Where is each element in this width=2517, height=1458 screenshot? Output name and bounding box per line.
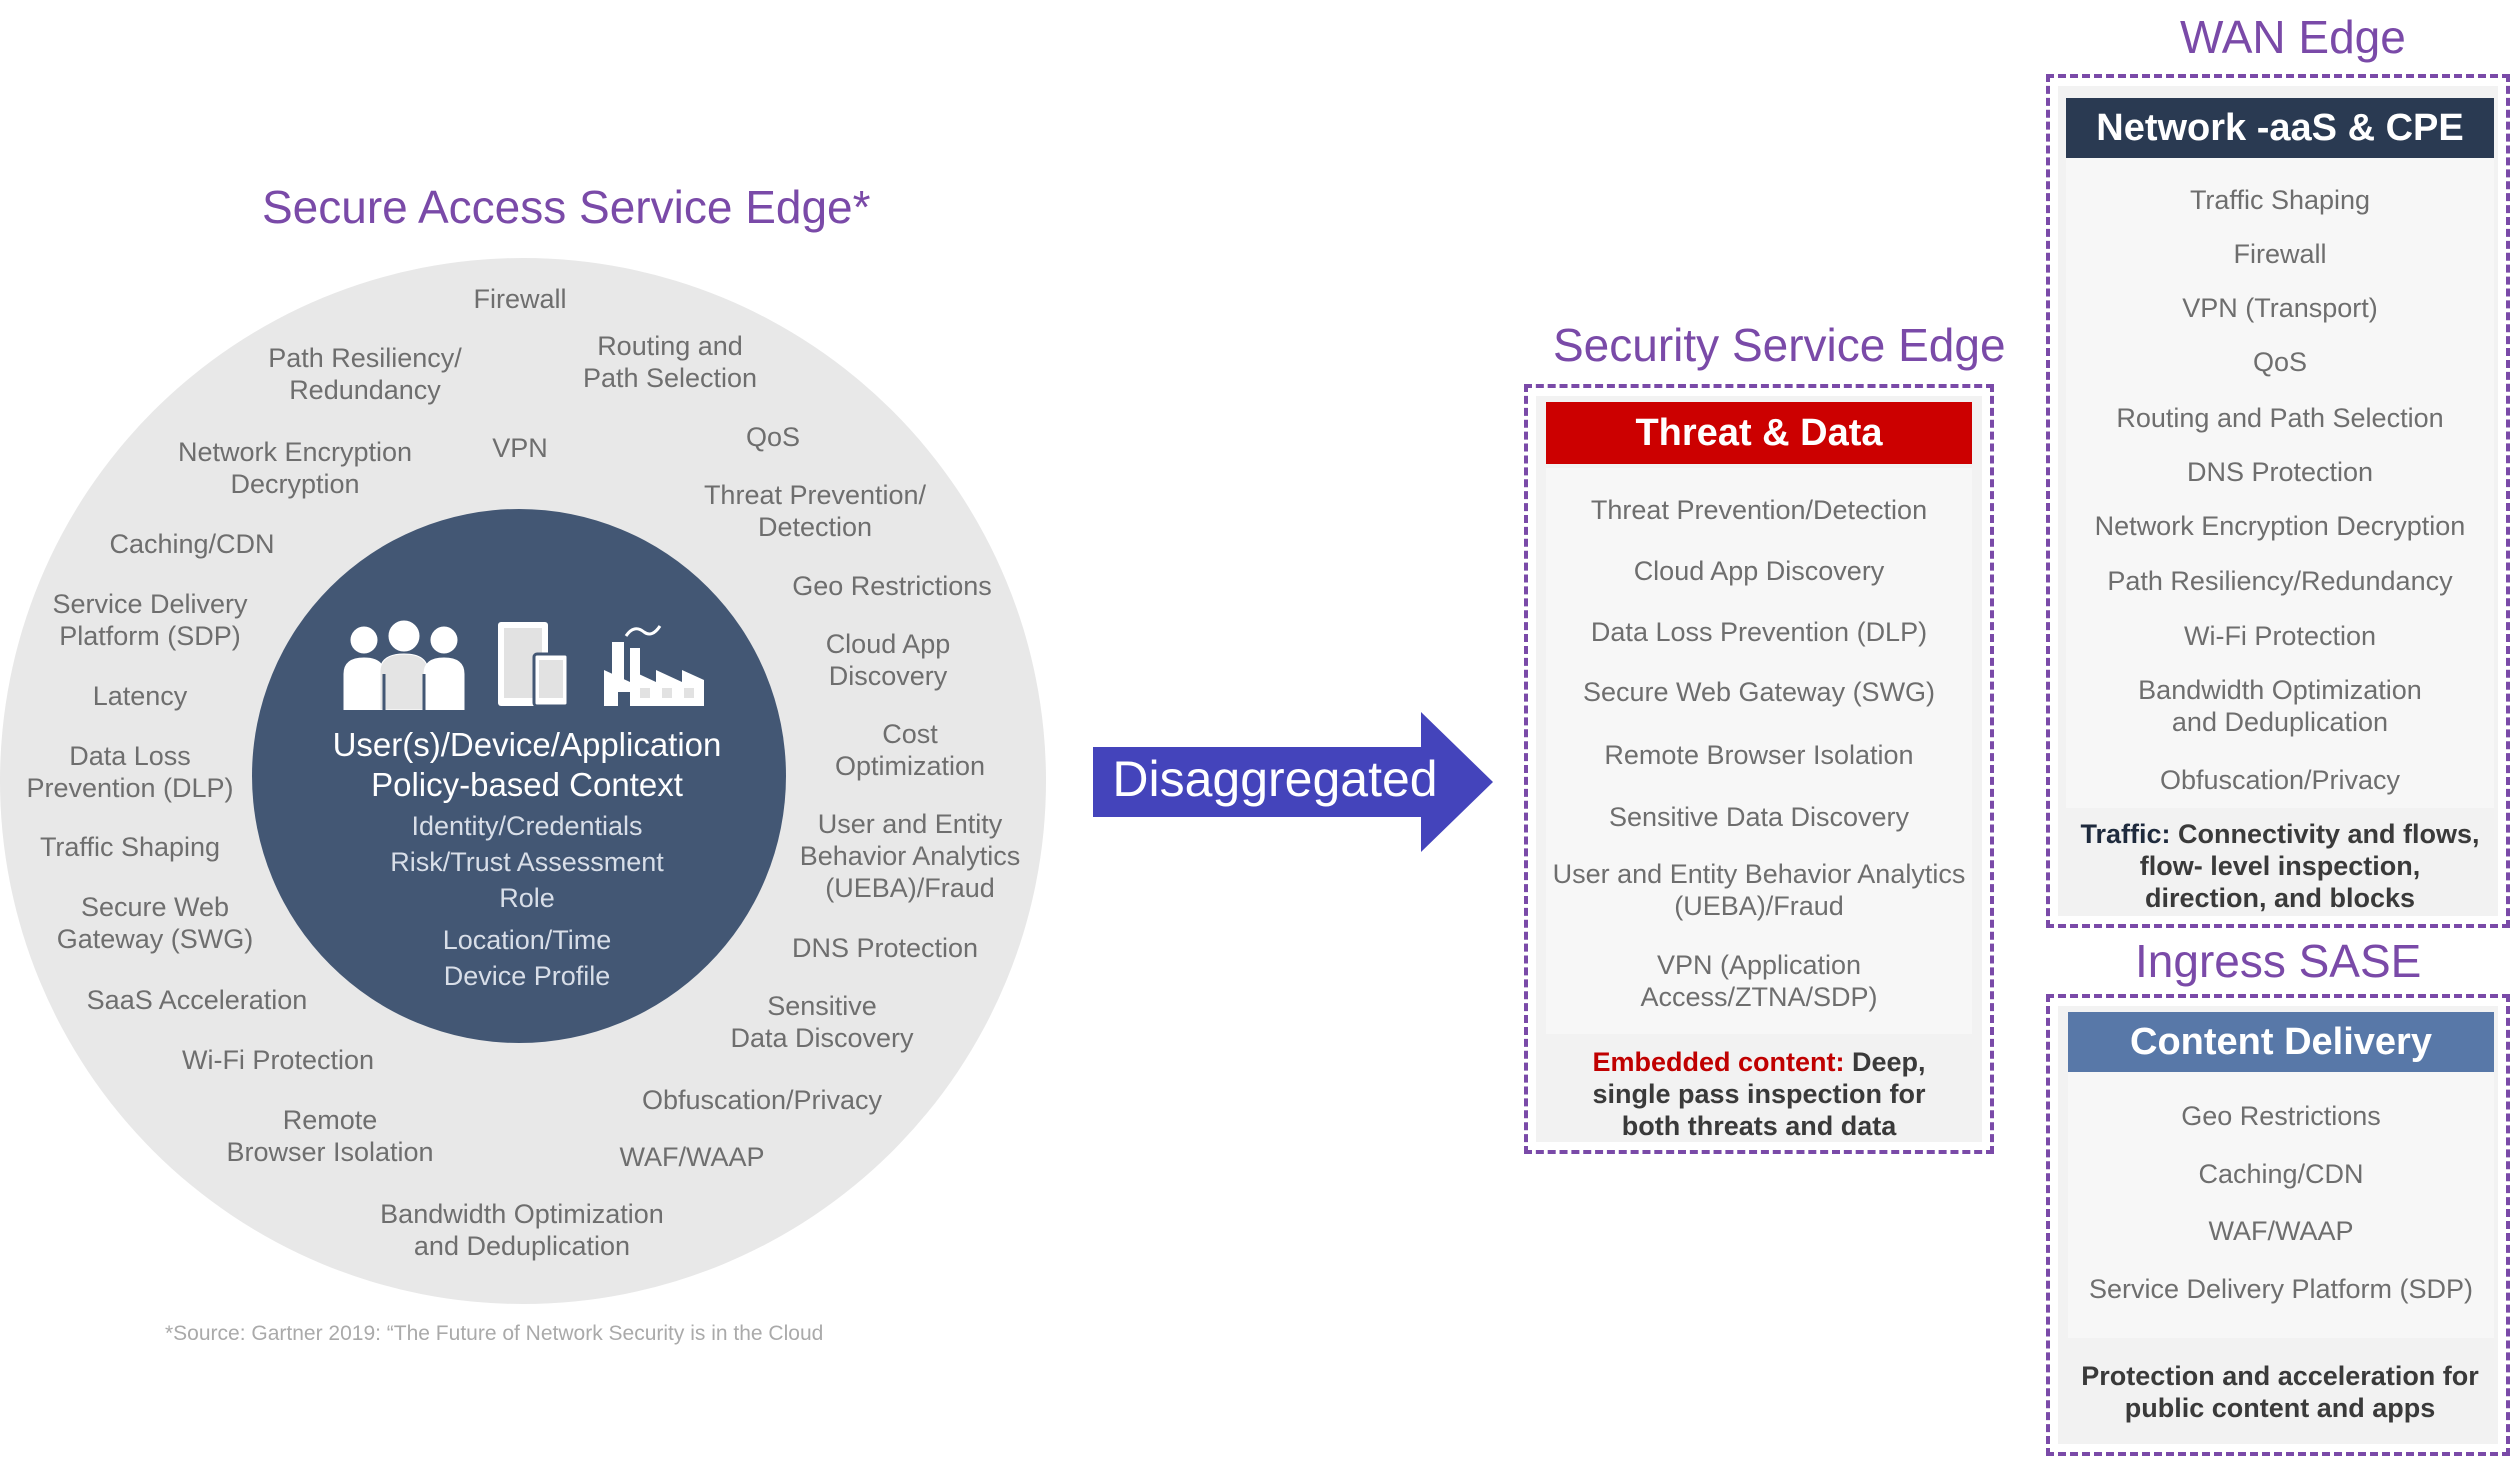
wan-box: Network -aaS & CPE Traffic Shaping Firew… bbox=[2046, 74, 2510, 928]
sase-label: SaaS Acceleration bbox=[86, 985, 308, 1015]
sase-label: Cloud App Discovery bbox=[825, 629, 951, 691]
devices-icon bbox=[498, 622, 570, 708]
sse-item: Sensitive Data Discovery bbox=[1608, 802, 1910, 832]
disaggregated-arrow bbox=[1093, 712, 1493, 852]
wan-items-area bbox=[2066, 158, 2494, 808]
sase-label: Firewall bbox=[473, 284, 567, 314]
wan-item: VPN (Transport) bbox=[2182, 293, 2378, 323]
sse-footer-highlight: Embedded content: bbox=[1592, 1047, 1845, 1077]
wan-item: Path Resiliency/Redundancy bbox=[2107, 566, 2453, 596]
wan-header: Network -aaS & CPE bbox=[2066, 98, 2494, 158]
sse-box: Threat & Data Threat Prevention/Detectio… bbox=[1524, 384, 1994, 1154]
sase-label: Sensitive Data Discovery bbox=[730, 991, 914, 1053]
sse-header: Threat & Data bbox=[1546, 402, 1972, 464]
sse-footer-text: Deep, single pass inspection for both th… bbox=[1592, 1047, 1926, 1141]
wan-footer-highlight: Traffic: bbox=[2080, 819, 2171, 849]
sse-item: Remote Browser Isolation bbox=[1604, 740, 1914, 770]
ingress-header: Content Delivery bbox=[2068, 1012, 2494, 1072]
inner-context-location: Location/Time Device Profile bbox=[442, 925, 612, 991]
sse-title: Security Service Edge bbox=[1553, 319, 2006, 371]
factory-icon bbox=[604, 625, 704, 706]
sase-label: Secure Web Gateway (SWG) bbox=[56, 892, 254, 954]
sase-label: Network Encryption Decryption bbox=[177, 437, 413, 499]
sase-label: User and Entity Behavior Analytics (UEBA… bbox=[799, 809, 1021, 903]
sase-label: QoS bbox=[745, 422, 801, 452]
wan-item: Routing and Path Selection bbox=[2116, 403, 2444, 433]
sase-label: WAF/WAAP bbox=[619, 1142, 765, 1172]
sse-items-area bbox=[1546, 468, 1972, 1034]
sase-title: Secure Access Service Edge* bbox=[262, 181, 871, 233]
wan-item: Obfuscation/Privacy bbox=[2159, 765, 2401, 795]
ingress-item: Geo Restrictions bbox=[2181, 1101, 2381, 1131]
sase-label: Data Loss Prevention (DLP) bbox=[26, 741, 234, 803]
ingress-title: Ingress SASE bbox=[2135, 935, 2422, 987]
arrow-label: Disaggregated bbox=[1112, 751, 1438, 807]
ingress-item: Service Delivery Platform (SDP) bbox=[2088, 1274, 2474, 1304]
sase-label: DNS Protection bbox=[791, 933, 979, 963]
sase-label: VPN bbox=[492, 433, 548, 463]
sase-label: Bandwidth Optimization and Deduplication bbox=[380, 1199, 664, 1261]
ingress-item: Caching/CDN bbox=[2198, 1159, 2364, 1189]
sase-label: Geo Restrictions bbox=[792, 571, 992, 601]
ingress-items-area bbox=[2068, 1072, 2494, 1338]
wan-item: Bandwidth Optimization and Deduplication bbox=[2138, 675, 2422, 737]
wan-footer: Traffic: Connectivity and flows, flow- l… bbox=[2080, 818, 2480, 914]
sase-label: Routing and Path Selection bbox=[582, 331, 758, 393]
sse-item: VPN (Application Access/ZTNA/SDP) bbox=[1640, 950, 1878, 1012]
sase-label: Service Delivery Platform (SDP) bbox=[52, 589, 248, 651]
wan-item: Network Encryption Decryption bbox=[2094, 511, 2466, 541]
wan-item: Traffic Shaping bbox=[2189, 185, 2371, 215]
inner-context-title: User(s)/Device/Application Policy-based … bbox=[332, 726, 722, 803]
ingress-item: WAF/WAAP bbox=[2208, 1216, 2354, 1246]
sase-label: Caching/CDN bbox=[109, 529, 275, 559]
wan-item: QoS bbox=[2252, 347, 2308, 377]
inner-context-identity: Identity/Credentials Risk/Trust Assessme… bbox=[390, 811, 664, 913]
sase-label: Traffic Shaping bbox=[39, 832, 221, 862]
users-icon bbox=[343, 620, 465, 710]
sase-label: Path Resiliency/ Redundancy bbox=[268, 343, 462, 405]
wan-item: Wi-Fi Protection bbox=[2183, 621, 2377, 651]
sse-item: Cloud App Discovery bbox=[1633, 556, 1885, 586]
sase-label: Wi-Fi Protection bbox=[181, 1045, 375, 1075]
sse-item: Secure Web Gateway (SWG) bbox=[1582, 677, 1936, 707]
sase-label: Cost Optimization bbox=[834, 719, 986, 781]
sse-item: User and Entity Behavior Analytics (UEBA… bbox=[1552, 859, 1966, 921]
sase-label: Remote Browser Isolation bbox=[226, 1105, 434, 1167]
sase-label: Obfuscation/Privacy bbox=[641, 1085, 883, 1115]
ingress-box: Content Delivery Geo Restrictions Cachin… bbox=[2046, 994, 2510, 1456]
wan-footer-text: Connectivity and flows, flow- level insp… bbox=[2139, 819, 2480, 913]
sse-item: Threat Prevention/Detection bbox=[1590, 495, 1928, 525]
wan-item: Firewall bbox=[2233, 239, 2327, 269]
ingress-footer: Protection and acceleration for public c… bbox=[2081, 1361, 2479, 1423]
sase-label: Latency bbox=[92, 681, 188, 711]
sase-inner-circle bbox=[252, 509, 786, 1043]
sse-footer: Embedded content: Deep, single pass insp… bbox=[1568, 1046, 1950, 1142]
wan-title: WAN Edge bbox=[2180, 11, 2406, 63]
wan-item: DNS Protection bbox=[2186, 457, 2374, 487]
source-note: *Source: Gartner 2019: “The Future of Ne… bbox=[165, 1322, 824, 1345]
sase-label: Threat Prevention/ Detection bbox=[703, 480, 927, 542]
sse-item: Data Loss Prevention (DLP) bbox=[1590, 617, 1928, 647]
